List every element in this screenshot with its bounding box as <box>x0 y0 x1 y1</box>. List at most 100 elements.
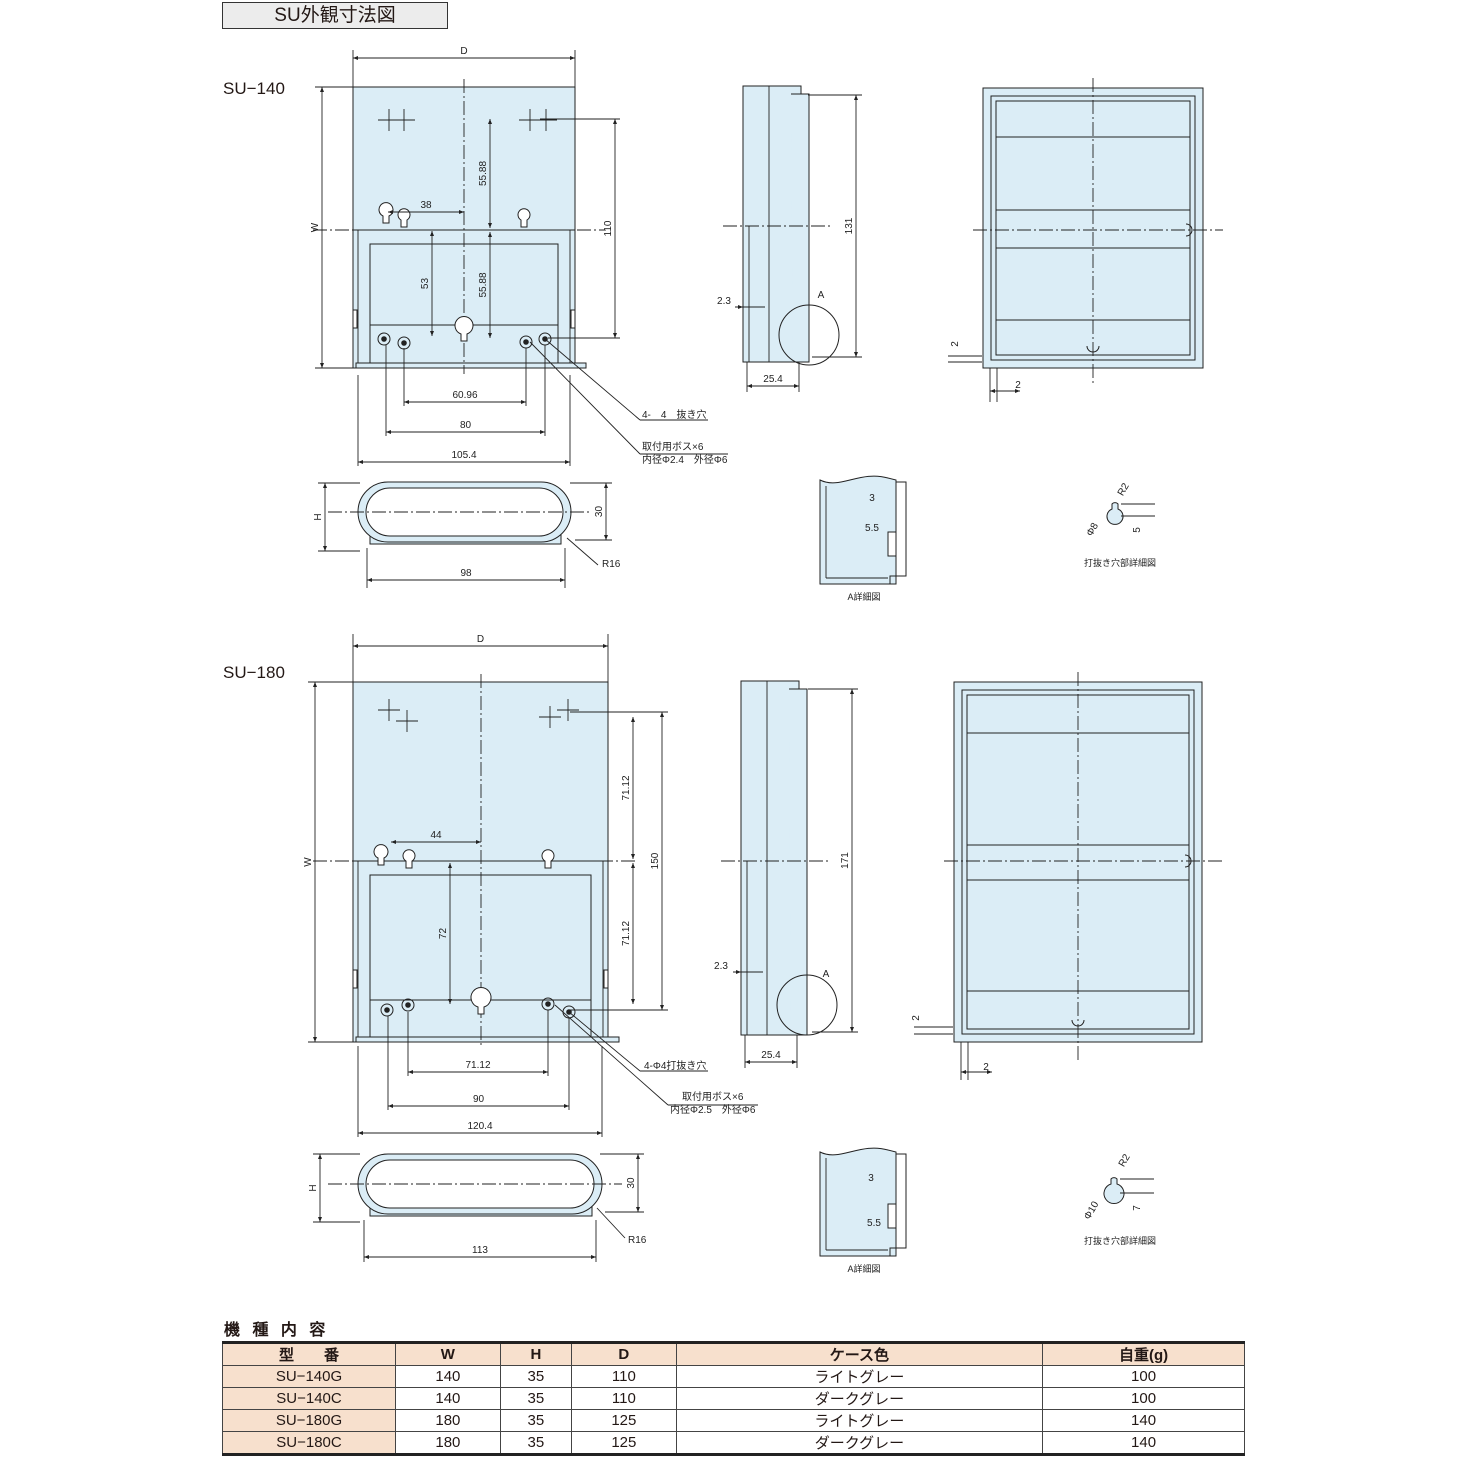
header-d: D <box>570 1342 677 1366</box>
keyhole <box>541 849 555 869</box>
arrow-head <box>850 689 854 694</box>
dimension-label: D <box>477 634 484 645</box>
arrow-head <box>404 400 409 404</box>
arrow-head <box>850 1027 854 1032</box>
keyhole <box>402 849 416 869</box>
arrow-head <box>318 1217 322 1222</box>
arrow-head <box>476 840 481 844</box>
arrow-head <box>318 1154 322 1159</box>
cell-color: ダークグレー <box>675 1431 1044 1455</box>
arrow-head <box>631 999 635 1004</box>
cell-color: ダークグレー <box>675 1387 1044 1410</box>
dimension-label: 2 <box>983 1062 989 1073</box>
arrow-head <box>408 1070 413 1074</box>
detail-a-slot <box>887 1203 897 1229</box>
arrow-head <box>353 644 358 648</box>
arrow-head <box>448 863 452 868</box>
arrow-head <box>521 400 526 404</box>
arrow-head <box>488 119 492 124</box>
detail-a-circle <box>778 304 840 366</box>
arrow-head <box>794 384 799 388</box>
header-weight: 自重(g) <box>1042 1342 1245 1366</box>
arrow-head <box>631 854 635 859</box>
arrow-head <box>613 119 617 124</box>
dimension-label: 60.96 <box>452 390 477 401</box>
cell-h: 35 <box>499 1365 572 1388</box>
arrow-head <box>320 87 324 92</box>
cell-d: 125 <box>570 1409 677 1432</box>
spec-table-header-row: 型 番 W H D ケース色 自重(g) <box>222 1342 1245 1366</box>
dimension-label: 2 <box>1015 380 1021 391</box>
hole-note: 4-Φ4打抜き穴 <box>644 1059 706 1072</box>
hook <box>1185 223 1193 237</box>
side-tab <box>603 969 609 989</box>
arrow-head <box>747 384 752 388</box>
dimension-label: A <box>818 290 825 301</box>
arrow-head <box>391 840 396 844</box>
hook <box>1071 1019 1085 1027</box>
dimension-label: 55.88 <box>478 272 489 297</box>
model-label-su140: SU−140 <box>223 79 285 98</box>
dimension-label: 38 <box>420 200 432 211</box>
arrow-head <box>488 232 492 237</box>
dimension-label: 110 <box>603 220 614 236</box>
arrow-head <box>570 56 575 60</box>
arrow-head <box>597 1131 602 1135</box>
dimension-label: 105.4 <box>451 450 476 461</box>
hole-note: 4- 4 抜き穴 <box>642 408 706 421</box>
arrow-head <box>358 460 363 464</box>
cell-color: ライトグレー <box>675 1409 1044 1432</box>
cell-w: 180 <box>395 1409 501 1432</box>
arrow-head <box>738 305 743 309</box>
keyhole <box>517 208 531 228</box>
arrow-head <box>631 863 635 868</box>
dimension-label: 30 <box>626 1177 637 1189</box>
dimension-label: 71.12 <box>621 921 632 946</box>
cell-d: 125 <box>570 1431 677 1455</box>
table-row: SU−180C 180 35 125 ダークグレー 140 <box>222 1431 1245 1455</box>
boss-center <box>523 339 529 345</box>
dimension-label: 71.12 <box>465 1060 490 1071</box>
leader-line <box>566 537 599 566</box>
detail-a-outline <box>819 475 897 585</box>
dimension-label: R2 <box>1117 1152 1133 1169</box>
cell-model: SU−140C <box>222 1387 396 1410</box>
arrow-head <box>591 1255 596 1259</box>
arrow-head <box>565 460 570 464</box>
dimension-label: R16 <box>628 1235 647 1246</box>
cell-w: 180 <box>395 1431 501 1455</box>
boss-center <box>401 340 407 346</box>
arrow-head <box>488 333 492 338</box>
detail-a-outline <box>819 1147 897 1257</box>
arrow-head <box>603 644 608 648</box>
table-row: SU−180G 180 35 125 ライトグレー 140 <box>222 1409 1245 1432</box>
dimension-label: 7 <box>1132 1205 1143 1211</box>
dimension-label: A <box>823 969 830 980</box>
dimension-label: 53 <box>420 278 431 290</box>
boss-center <box>405 1002 411 1008</box>
side-tab <box>352 969 358 989</box>
arrow-head <box>488 223 492 228</box>
cell-color: ライトグレー <box>675 1365 1044 1388</box>
dimension-label: 30 <box>594 506 605 518</box>
spec-table-heading: 機 種 内 容 <box>224 1322 330 1339</box>
arrow-head <box>1015 389 1020 393</box>
dimension-label: 120.4 <box>467 1121 492 1132</box>
boss-circle <box>401 998 415 1012</box>
cell-w: 140 <box>395 1365 501 1388</box>
base-lip <box>355 362 587 369</box>
dimension-label: 2 <box>950 341 961 347</box>
dimension-label: 25.4 <box>761 1050 781 1061</box>
dimension-label: 113 <box>472 1245 488 1256</box>
boss-circle <box>380 1003 394 1017</box>
keyhole <box>470 986 492 1015</box>
cell-weight: 140 <box>1042 1431 1245 1455</box>
cell-model: SU−180C <box>222 1431 396 1455</box>
keyhole <box>454 316 474 342</box>
arrow-head <box>564 1104 569 1108</box>
cell-h: 35 <box>499 1409 572 1432</box>
dimension-label: Φ10 <box>1082 1199 1101 1221</box>
arrow-head <box>323 483 327 488</box>
dimension-label: 5 <box>1132 527 1143 533</box>
